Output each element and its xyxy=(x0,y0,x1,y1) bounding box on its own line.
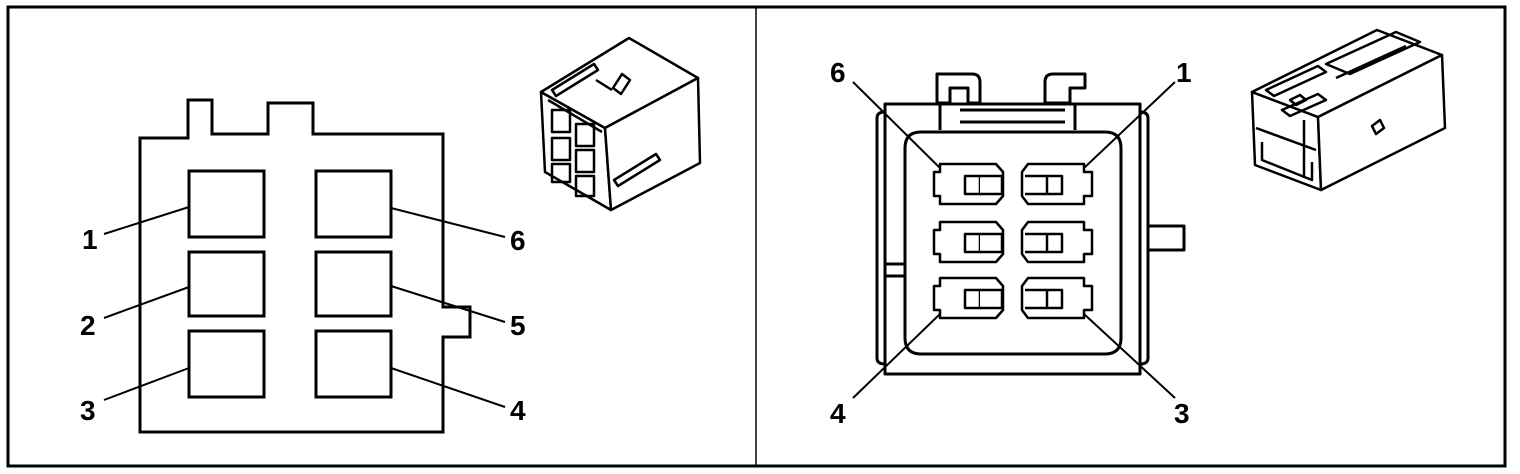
left-cavity-3 xyxy=(187,329,266,399)
right-pin-label-4: 4 xyxy=(830,398,846,429)
leader-right-6 xyxy=(852,81,941,169)
left-pin-label-5: 5 xyxy=(510,310,526,341)
leader-left-1 xyxy=(103,206,190,235)
left-cavity-4 xyxy=(314,329,393,399)
left-cavity-5 xyxy=(314,250,393,318)
leader-left-2 xyxy=(103,286,190,319)
right-top-latches xyxy=(935,72,1087,130)
leader-left-3 xyxy=(103,367,190,401)
right-connector-body xyxy=(875,102,1186,376)
leader-right-3 xyxy=(1083,313,1176,399)
left-connector-panel: 1 2 3 4 5 6 xyxy=(80,36,702,434)
right-terminal-cavities xyxy=(932,162,1094,320)
right-pin-label-3: 3 xyxy=(1174,398,1190,429)
leader-right-1 xyxy=(1083,81,1176,169)
left-cavity-1 xyxy=(187,169,266,239)
right-connector-panel: 6 1 4 3 xyxy=(830,28,1447,429)
right-pin-label-6: 6 xyxy=(830,57,846,88)
leader-left-5 xyxy=(390,285,506,323)
leader-left-6 xyxy=(390,207,506,238)
left-pin-label-4: 4 xyxy=(510,395,526,426)
right-pin-label-1: 1 xyxy=(1176,57,1192,88)
right-connector-isometric xyxy=(1250,28,1447,192)
left-pin-label-6: 6 xyxy=(510,225,526,256)
left-cavity-2 xyxy=(187,250,266,318)
left-cavity-6 xyxy=(314,169,393,239)
left-connector-isometric xyxy=(539,36,702,212)
left-pin-label-2: 2 xyxy=(80,310,96,341)
left-connector-face xyxy=(138,98,472,434)
leader-left-4 xyxy=(390,367,506,408)
left-pin-label-3: 3 xyxy=(80,395,96,426)
left-pin-label-1: 1 xyxy=(82,224,98,255)
leader-right-4 xyxy=(852,313,941,399)
